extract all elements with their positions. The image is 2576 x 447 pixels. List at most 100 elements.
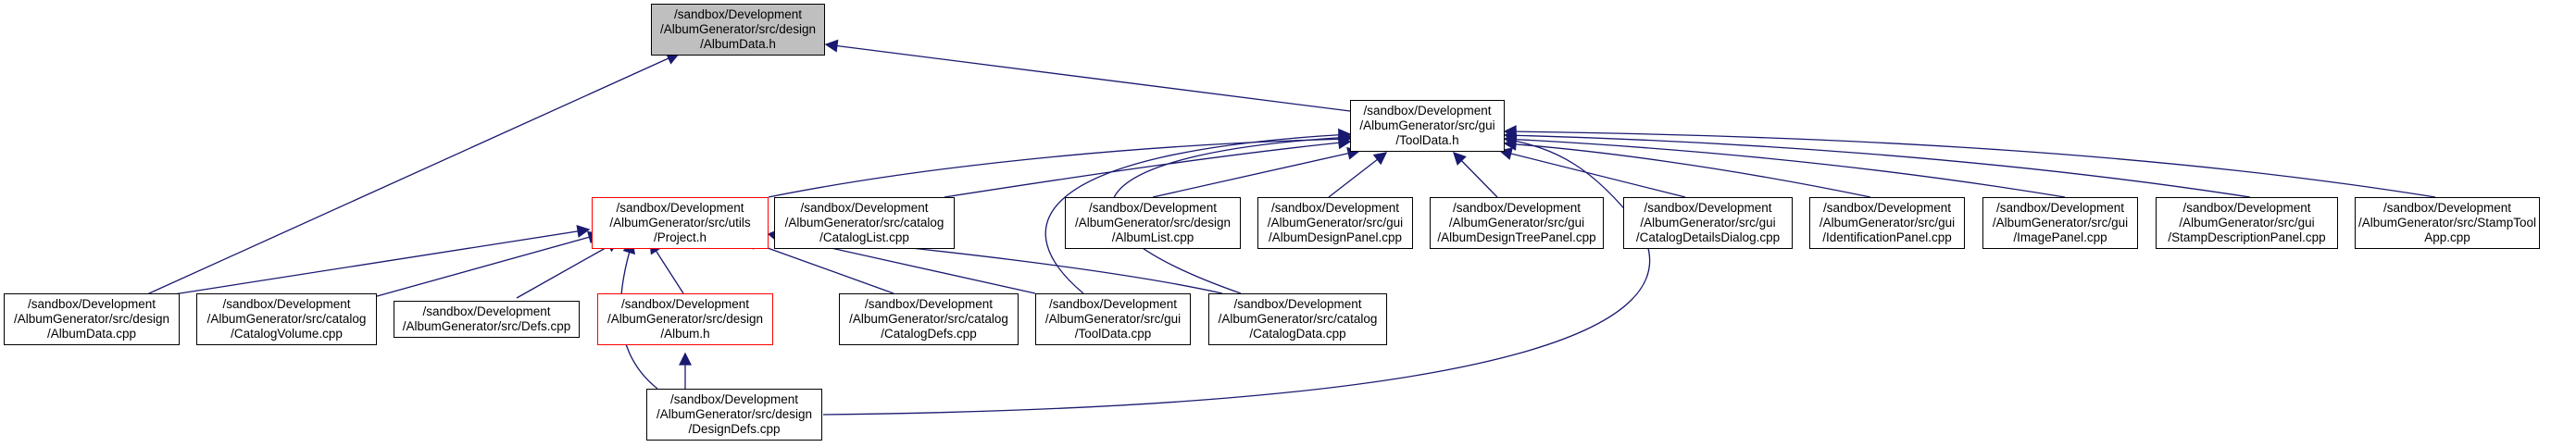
node-albumdata-h[interactable]: /sandbox/Development /AlbumGenerator/src… bbox=[651, 4, 825, 56]
edge-album-h-to-project-h bbox=[649, 240, 684, 294]
node-albumdata-cpp[interactable]: /sandbox/Development /AlbumGenerator/src… bbox=[4, 293, 180, 345]
node-line: /ToolData.h bbox=[1395, 133, 1459, 147]
node-line: /sandbox/Development bbox=[1644, 201, 1772, 215]
edge-catalogdata-cpp-to-tooldata-h bbox=[1110, 130, 1354, 294]
node-line: /sandbox/Development bbox=[1822, 201, 1952, 215]
node-line: /AlbumGenerator/src/gui bbox=[1992, 216, 2129, 230]
edge-stamptoolapp-to-tooldata-h bbox=[1503, 125, 2436, 198]
node-catalogdetailsdialog-cpp[interactable]: /sandbox/Development /AlbumGenerator/src… bbox=[1623, 197, 1793, 249]
node-line: /AlbumGenerator/src/gui bbox=[1267, 216, 1404, 230]
node-catalogdefs-cpp[interactable]: /sandbox/Development /AlbumGenerator/src… bbox=[839, 293, 1019, 345]
edge-catalogvolume-to-project-h bbox=[369, 230, 602, 299]
node-line: /CatalogDetailsDialog.cpp bbox=[1635, 230, 1781, 244]
node-line: /sandbox/Development bbox=[1048, 297, 1178, 311]
edge-albumdata-cpp-to-project-h bbox=[149, 225, 591, 299]
node-line: /AlbumGenerator/src/gui bbox=[1819, 216, 1956, 230]
node-imagepanel-cpp[interactable]: /sandbox/Development /AlbumGenerator/src… bbox=[1982, 197, 2138, 249]
node-line: /AlbumGenerator/src/catalog bbox=[206, 312, 367, 326]
node-line: /AlbumGenerator/src/catalog bbox=[849, 312, 1008, 326]
node-line: /Album.h bbox=[660, 327, 710, 341]
node-line: /sandbox/Development bbox=[673, 7, 803, 21]
node-line: /AlbumDesignPanel.cpp bbox=[1268, 230, 1403, 244]
node-designdefs-cpp[interactable]: /sandbox/Development /AlbumGenerator/src… bbox=[646, 389, 822, 441]
node-line: /AlbumGenerator/src/Defs.cpp bbox=[402, 319, 571, 333]
node-line: /ImagePanel.cpp bbox=[2013, 230, 2107, 244]
node-line: /sandbox/Development bbox=[616, 201, 744, 215]
edge-stampdescriptionpanel-to-tooldata-h bbox=[1503, 129, 2251, 198]
edge-project-h-to-tooldata-h bbox=[768, 132, 1352, 198]
node-line: /sandbox/Development bbox=[864, 297, 994, 311]
edge-tooldata-cpp-to-tooldata-h bbox=[1044, 128, 1352, 294]
node-line: /AlbumList.cpp bbox=[1111, 230, 1194, 244]
node-line: /AlbumGenerator/src/design bbox=[656, 407, 813, 421]
node-line: /sandbox/Development bbox=[2182, 201, 2311, 215]
node-line: /sandbox/Development bbox=[800, 201, 929, 215]
node-utils-project-h[interactable]: /sandbox/Development /AlbumGenerator/src… bbox=[592, 197, 769, 249]
node-line: /DesignDefs.cpp bbox=[688, 422, 781, 436]
node-line: /CatalogList.cpp bbox=[819, 230, 909, 244]
node-line: /AlbumGenerator/src/catalog bbox=[784, 216, 944, 230]
node-line: /AlbumGenerator/src/utils bbox=[609, 216, 751, 230]
node-line: /sandbox/Development bbox=[620, 297, 750, 311]
node-stampdescriptionpanel-cpp[interactable]: /sandbox/Development /AlbumGenerator/src… bbox=[2156, 197, 2338, 249]
edge-tooldata-h-to-albumdata-h bbox=[824, 39, 1351, 112]
node-album-h[interactable]: /sandbox/Development /AlbumGenerator/src… bbox=[597, 293, 773, 345]
node-line: /CatalogDefs.cpp bbox=[881, 327, 977, 341]
edge-albumdata-cpp-to-albumdata-h bbox=[138, 52, 681, 299]
node-gui-tooldata-cpp[interactable]: /sandbox/Development /AlbumGenerator/src… bbox=[1035, 293, 1191, 345]
node-line: /sandbox/Development bbox=[2382, 201, 2512, 215]
node-line: /sandbox/Development bbox=[1363, 104, 1492, 118]
edge-albumdesignpanel-to-tooldata-h bbox=[1328, 152, 1388, 198]
node-line: App.cpp bbox=[2424, 230, 2470, 244]
node-albumdesignpanel-cpp[interactable]: /sandbox/Development /AlbumGenerator/src… bbox=[1257, 197, 1413, 249]
node-line: /AlbumGenerator/src/gui bbox=[1448, 216, 1585, 230]
node-stamptoolapp-cpp[interactable]: /sandbox/Development /AlbumGenerator/src… bbox=[2355, 197, 2540, 249]
node-line: /AlbumData.cpp bbox=[46, 327, 137, 341]
edge-imagepanel-to-tooldata-h bbox=[1503, 132, 2066, 198]
node-line: /AlbumGenerator/src/catalog bbox=[1218, 312, 1378, 326]
edge-designdefs-to-tooldata-h bbox=[822, 134, 1651, 416]
node-line: /sandbox/Development bbox=[1995, 201, 2125, 215]
node-line: /AlbumGenerator/src/gui bbox=[2179, 216, 2315, 230]
node-line: /sandbox/Development bbox=[1088, 201, 1218, 215]
node-line: /AlbumGenerator/src/design bbox=[1074, 216, 1232, 230]
node-line: /sandbox/Development bbox=[1452, 201, 1582, 215]
node-identificationpanel-cpp[interactable]: /sandbox/Development /AlbumGenerator/src… bbox=[1809, 197, 1965, 249]
edge-identificationpanel-to-tooldata-h bbox=[1503, 137, 1871, 198]
node-gui-tooldata-h[interactable]: /sandbox/Development /AlbumGenerator/src… bbox=[1350, 100, 1505, 152]
edge-defs-cpp-to-project-h bbox=[516, 240, 620, 299]
node-line: /AlbumData.h bbox=[700, 37, 776, 51]
node-line: /CatalogData.cpp bbox=[1249, 327, 1346, 341]
node-line: /Project.h bbox=[653, 230, 707, 244]
node-line: /sandbox/Development bbox=[669, 392, 799, 406]
node-line: /AlbumGenerator/src/gui bbox=[1640, 216, 1776, 230]
node-albumdesigntreepanel-cpp[interactable]: /sandbox/Development /AlbumGenerator/src… bbox=[1430, 197, 1604, 249]
node-line: /AlbumGenerator/src/design bbox=[606, 312, 764, 326]
node-cataloglist-cpp[interactable]: /sandbox/Development /AlbumGenerator/src… bbox=[774, 197, 955, 249]
node-line: /CatalogVolume.cpp bbox=[231, 327, 343, 341]
node-line: /sandbox/Development bbox=[222, 297, 351, 311]
node-line: /sandbox/Development bbox=[422, 304, 551, 318]
node-albumlist-cpp[interactable]: /sandbox/Development /AlbumGenerator/src… bbox=[1065, 197, 1241, 249]
node-line: /ToolData.cpp bbox=[1074, 327, 1152, 341]
node-catalogvolume-cpp[interactable]: /sandbox/Development /AlbumGenerator/src… bbox=[196, 293, 377, 345]
node-defs-cpp[interactable]: /sandbox/Development /AlbumGenerator/src… bbox=[394, 301, 580, 338]
node-line: /sandbox/Development bbox=[1270, 201, 1400, 215]
node-line: /AlbumGenerator/src/design bbox=[13, 312, 170, 326]
node-line: /AlbumGenerator/src/gui bbox=[1044, 312, 1182, 326]
edge-catalogdefs-to-project-h bbox=[743, 237, 894, 294]
node-line: /AlbumGenerator/src/StampTool bbox=[2357, 216, 2537, 230]
node-line: /AlbumGenerator/src/gui bbox=[1359, 118, 1495, 132]
node-line: /AlbumDesignTreePanel.cpp bbox=[1437, 230, 1596, 244]
edge-catalogdetailsdialog-to-tooldata-h bbox=[1498, 147, 1686, 198]
edge-albumdesigntreepanel-to-tooldata-h bbox=[1453, 151, 1498, 198]
node-line: /sandbox/Development bbox=[27, 297, 156, 311]
node-line: /StampDescriptionPanel.cpp bbox=[2168, 230, 2326, 244]
edge-albumlist-to-tooldata-h bbox=[1152, 146, 1361, 198]
node-line: /IdentificationPanel.cpp bbox=[1822, 230, 1952, 244]
edge-cataloglist-to-tooldata-h bbox=[944, 136, 1352, 198]
node-catalogdata-cpp[interactable]: /sandbox/Development /AlbumGenerator/src… bbox=[1208, 293, 1387, 345]
node-line: /AlbumGenerator/src/design bbox=[659, 22, 817, 36]
node-line: /sandbox/Development bbox=[1233, 297, 1362, 311]
